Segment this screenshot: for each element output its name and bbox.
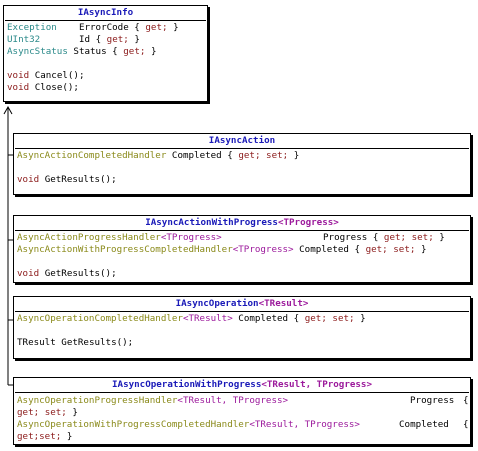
- inheritance-arrowhead: [3, 105, 13, 115]
- iasyncinfo-errorcode-property: Exception ErrorCode { get; }: [7, 22, 179, 33]
- iasyncoperation-title-divider: [15, 311, 469, 312]
- iasyncactionwithprogress-title: IAsyncActionWithProgress<TProgress>: [145, 217, 339, 228]
- iasyncoperationwithprogress-box: IAsyncOperationWithProgress<TResult, TPr…: [13, 377, 471, 445]
- iasyncoperation-box: IAsyncOperation<TResult> AsyncOperationC…: [13, 296, 471, 359]
- iasyncactionwithprogress-getresults-method: void GetResults();: [17, 268, 117, 279]
- iasyncinfo-close-method: void Close();: [7, 82, 79, 93]
- iasyncaction-title-divider: [15, 148, 469, 149]
- iasyncinfo-cancel-method: void Cancel();: [7, 70, 85, 81]
- iasyncoperation-completed-property: AsyncOperationCompletedHandler<TResult> …: [17, 313, 366, 324]
- iasyncinfo-box: IAsyncInfo Exception ErrorCode { get; } …: [3, 5, 208, 102]
- iasyncaction-title: IAsyncAction: [208, 135, 276, 146]
- iasyncinfo-title-divider: [5, 20, 206, 21]
- iasyncoperation-getresults-method: TResult GetResults();: [17, 337, 134, 348]
- iasyncactionwithprogress-completed-property: AsyncActionWithProgressCompletedHandler<…: [17, 244, 427, 255]
- iasyncaction-getresults-method: void GetResults();: [17, 174, 117, 185]
- iasyncaction-box: IAsyncAction AsyncActionCompletedHandler…: [13, 133, 471, 195]
- iasyncinfo-status-property: AsyncStatus Status { get; }: [7, 46, 157, 57]
- iasyncoperationwithprogress-title-divider: [15, 392, 469, 393]
- iasyncactionwithprogress-progress-property: AsyncActionProgressHandler<TProgress>Pro…: [17, 232, 445, 243]
- iasyncoperation-title: IAsyncOperation<TResult>: [175, 298, 309, 309]
- iasyncactionwithprogress-title-divider: [15, 230, 469, 231]
- iasyncoperationwithprogress-title: IAsyncOperationWithProgress<TResult, TPr…: [112, 379, 372, 390]
- iasyncactionwithprogress-box: IAsyncActionWithProgress<TProgress> Asyn…: [13, 215, 471, 283]
- iasyncinfo-id-property: UInt32 Id { get; }: [7, 34, 140, 45]
- iasyncaction-completed-property: AsyncActionCompletedHandler Completed { …: [17, 150, 300, 161]
- iasyncinfo-title: IAsyncInfo: [77, 7, 134, 18]
